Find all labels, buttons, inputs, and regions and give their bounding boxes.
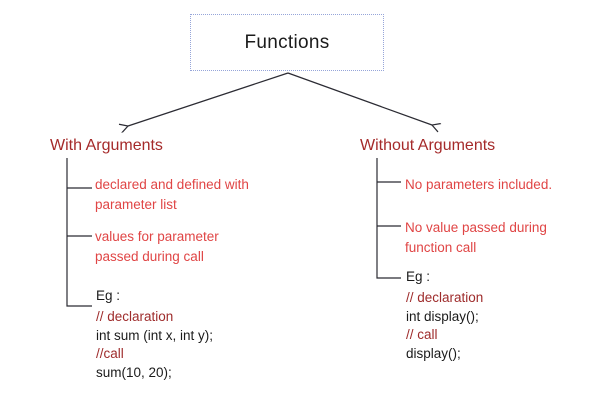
branch-heading-without-arguments: Without Arguments [360,137,496,154]
tree-line-right [376,158,401,279]
tree-line-left [66,158,92,307]
diagram-title: Functions [244,31,330,53]
item-line: No value passed during [405,220,547,235]
with-args-example-label: Eg : [96,288,121,303]
code-line: int display(); [406,308,479,324]
code-line: // call [406,327,438,342]
code-line: //call [96,346,124,361]
code-line: // declaration [406,290,484,305]
item-line: values for parameter [95,229,219,244]
without-args-item-2: No value passed during function call [405,218,547,258]
item-line: function call [405,240,477,255]
without-args-item-1: No parameters included. [405,175,552,195]
functions-title-box: Functions [190,14,384,71]
code-line: int sum (int x, int y); [96,327,214,343]
without-args-example-label: Eg : [406,269,431,284]
without-args-code-block: // declaration int display(); // call di… [406,289,483,363]
with-args-item-1: declared and defined with parameter list [95,175,249,215]
item-line: passed during call [95,249,204,264]
item-line: parameter list [95,197,177,212]
item-line: No parameters included. [405,177,553,192]
code-line: // declaration [96,309,174,324]
with-args-code-block: // declaration int sum (int x, int y); /… [96,308,213,382]
branch-heading-with-arguments: With Arguments [50,137,163,154]
arrow-to-with-arguments [128,72,289,126]
arrow-to-without-arguments [287,72,432,125]
with-args-item-2: values for parameter passed during call [95,227,219,267]
item-line: declared and defined with [95,177,249,192]
code-line: display(); [406,345,461,361]
code-line: sum(10, 20); [96,364,172,380]
